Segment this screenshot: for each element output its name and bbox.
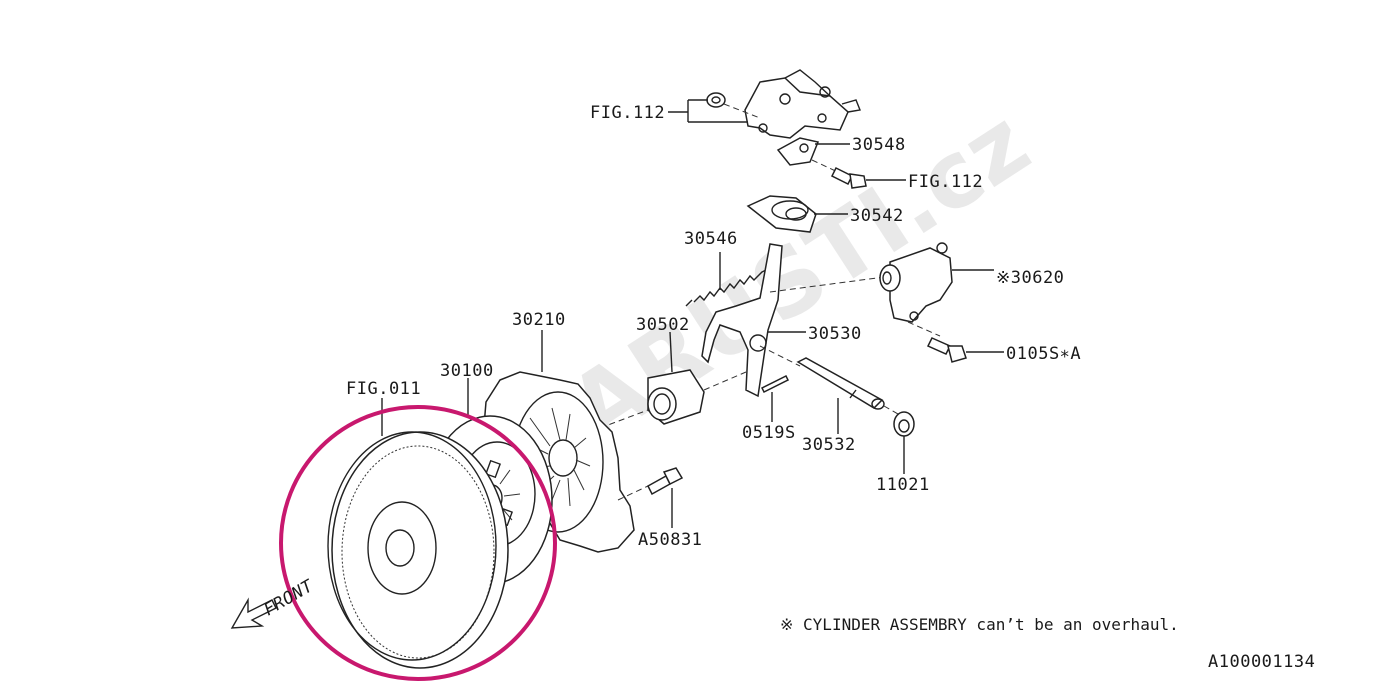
- pivot-shaft-30532-part: [796, 357, 885, 410]
- label-a50831[interactable]: A50831: [638, 530, 702, 550]
- bolt-part: [830, 166, 867, 189]
- label-11021[interactable]: 11021: [876, 475, 930, 495]
- highlight-circle: [279, 405, 557, 681]
- pin-0519s-part: [760, 374, 790, 394]
- diagram-id: A100001134: [1208, 652, 1315, 672]
- label-30210[interactable]: 30210: [512, 310, 566, 330]
- spring-30546-part: [685, 267, 771, 307]
- label-fig011[interactable]: FIG.011: [346, 379, 421, 399]
- label-0105s[interactable]: 0105S∗A: [1006, 344, 1081, 364]
- bolt-a50831-part: [647, 467, 684, 496]
- nut-part: [706, 92, 726, 108]
- boot-30542-part: [746, 195, 817, 233]
- label-fig112-top[interactable]: FIG.112: [590, 103, 665, 123]
- label-30502[interactable]: 30502: [636, 315, 690, 335]
- label-30530[interactable]: 30530: [808, 324, 862, 344]
- label-30546[interactable]: 30546: [684, 229, 738, 249]
- bolt-0105s-part: [926, 337, 967, 363]
- label-30548[interactable]: 30548: [852, 135, 906, 155]
- label-30100[interactable]: 30100: [440, 361, 494, 381]
- plate-30548-part: [776, 137, 820, 166]
- footnote: ※ CYLINDER ASSEMBRY can’t be an overhaul…: [780, 615, 1179, 634]
- release-fork-30530-part: [701, 243, 783, 398]
- label-30532[interactable]: 30532: [802, 435, 856, 455]
- release-bearing-30502-part: [647, 369, 705, 425]
- label-fig112-bolt[interactable]: FIG.112: [908, 172, 983, 192]
- front-arrow-icon: [230, 597, 277, 629]
- label-front: FRONT: [261, 576, 319, 621]
- cylinder-30620-part: [879, 242, 953, 323]
- label-30542[interactable]: 30542: [850, 206, 904, 226]
- bracket-part: [744, 69, 861, 139]
- flywheel-part: [327, 431, 509, 669]
- label-30620[interactable]: ※30620: [996, 268, 1064, 288]
- label-0519s[interactable]: 0519S: [742, 423, 796, 443]
- bushing-11021-part: [893, 411, 915, 437]
